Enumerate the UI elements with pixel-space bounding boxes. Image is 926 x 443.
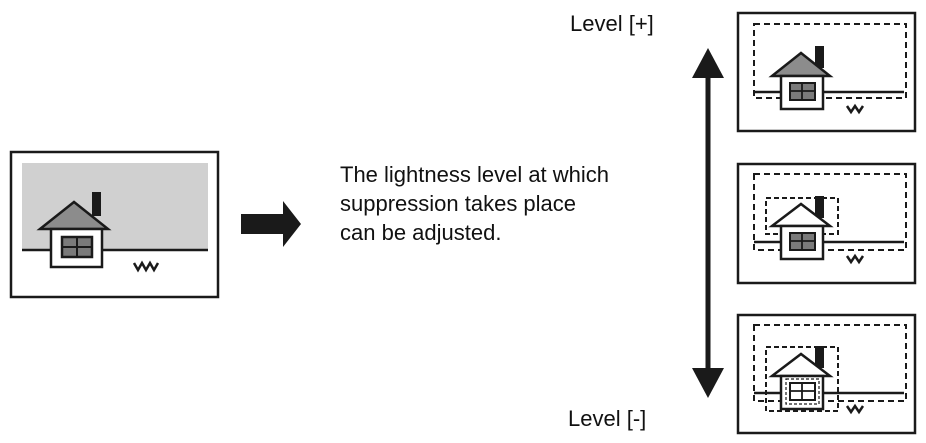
grass-icon — [845, 103, 865, 115]
house-icon — [36, 192, 112, 269]
description-text: The lightness level at which suppression… — [340, 160, 609, 247]
grass-icon — [845, 253, 865, 265]
vertical-double-arrow-icon — [692, 48, 724, 398]
level-plus-panel — [736, 11, 917, 133]
level-plus-label: Level [+] — [570, 11, 654, 36]
original-image-panel — [9, 150, 220, 299]
house-icon — [768, 346, 834, 411]
description-line-2: suppression takes place — [340, 191, 577, 216]
house-icon — [768, 46, 834, 111]
description-line-1: The lightness level at which — [340, 162, 610, 187]
house-icon — [768, 196, 834, 261]
level-minus-panel — [736, 313, 917, 435]
level-middle-panel — [736, 162, 917, 285]
dashed-suppression-area — [753, 324, 907, 402]
grass-icon — [845, 403, 865, 415]
dashed-suppression-area — [753, 23, 907, 99]
right-arrow-icon — [241, 201, 301, 247]
level-minus-label: Level [-] — [568, 406, 647, 431]
grass-icon — [132, 260, 160, 273]
dashed-suppression-area — [753, 173, 907, 251]
dashed-house-area — [765, 346, 839, 412]
description-line-3: can be adjusted. — [340, 220, 502, 245]
